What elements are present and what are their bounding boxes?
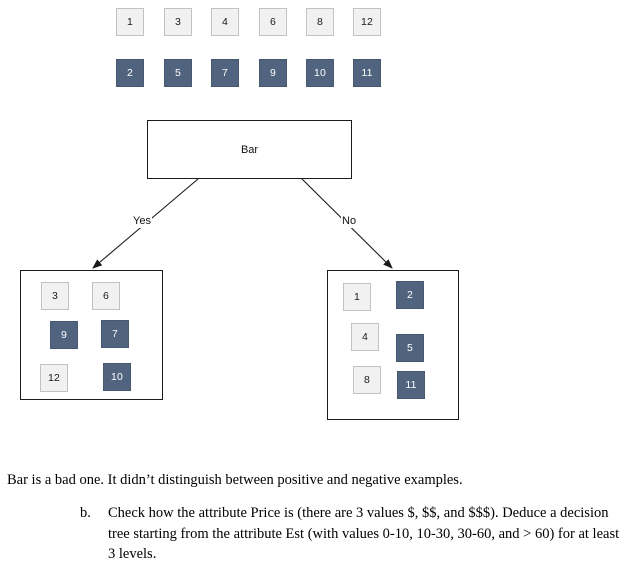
- example-chip-positive: 3: [164, 8, 192, 36]
- leaf-example-chip-negative: 2: [396, 281, 424, 309]
- example-chip-negative: 2: [116, 59, 144, 87]
- example-chip-negative: 5: [164, 59, 192, 87]
- example-chip-negative: 9: [259, 59, 287, 87]
- example-chip-positive: 12: [353, 8, 381, 36]
- leaf-example-chip-positive: 3: [41, 282, 69, 310]
- example-chip-negative: 7: [211, 59, 239, 87]
- leaf-example-chip-positive: 4: [351, 323, 379, 351]
- conclusion-text: Bar is a bad one. It didn’t distinguish …: [7, 471, 463, 488]
- example-chip-negative: 11: [353, 59, 381, 87]
- leaf-example-chip-positive: 1: [343, 283, 371, 311]
- leaf-example-chip-negative: 10: [103, 363, 131, 391]
- leaf-example-chip-negative: 7: [101, 320, 129, 348]
- edge-label-no: No: [341, 215, 358, 228]
- question-list: b. Check how the attribute Price is (the…: [80, 503, 620, 565]
- edge-label-yes: Yes: [132, 215, 152, 228]
- question-list-marker: b.: [80, 505, 91, 521]
- tree-root-node-bar[interactable]: Bar: [147, 120, 352, 179]
- leaf-example-chip-positive: 12: [40, 364, 68, 392]
- example-chip-negative: 10: [306, 59, 334, 87]
- leaf-example-chip-positive: 6: [92, 282, 120, 310]
- tree-leaf-node-yes[interactable]: 3 6 9 7 12 10: [20, 270, 163, 400]
- tree-leaf-node-no[interactable]: 1 2 4 5 8 11: [327, 270, 459, 420]
- example-chip-positive: 6: [259, 8, 287, 36]
- example-chip-positive: 8: [306, 8, 334, 36]
- leaf-example-chip-negative: 9: [50, 321, 78, 349]
- leaf-example-chip-negative: 5: [396, 334, 424, 362]
- leaf-example-chip-negative: 11: [397, 371, 425, 399]
- example-chip-positive: 4: [211, 8, 239, 36]
- tree-root-node-label: Bar: [240, 143, 259, 156]
- question-list-text: Check how the attribute Price is (there …: [108, 505, 620, 562]
- example-chip-positive: 1: [116, 8, 144, 36]
- leaf-example-chip-positive: 8: [353, 366, 381, 394]
- question-list-item-b: b. Check how the attribute Price is (the…: [80, 503, 620, 565]
